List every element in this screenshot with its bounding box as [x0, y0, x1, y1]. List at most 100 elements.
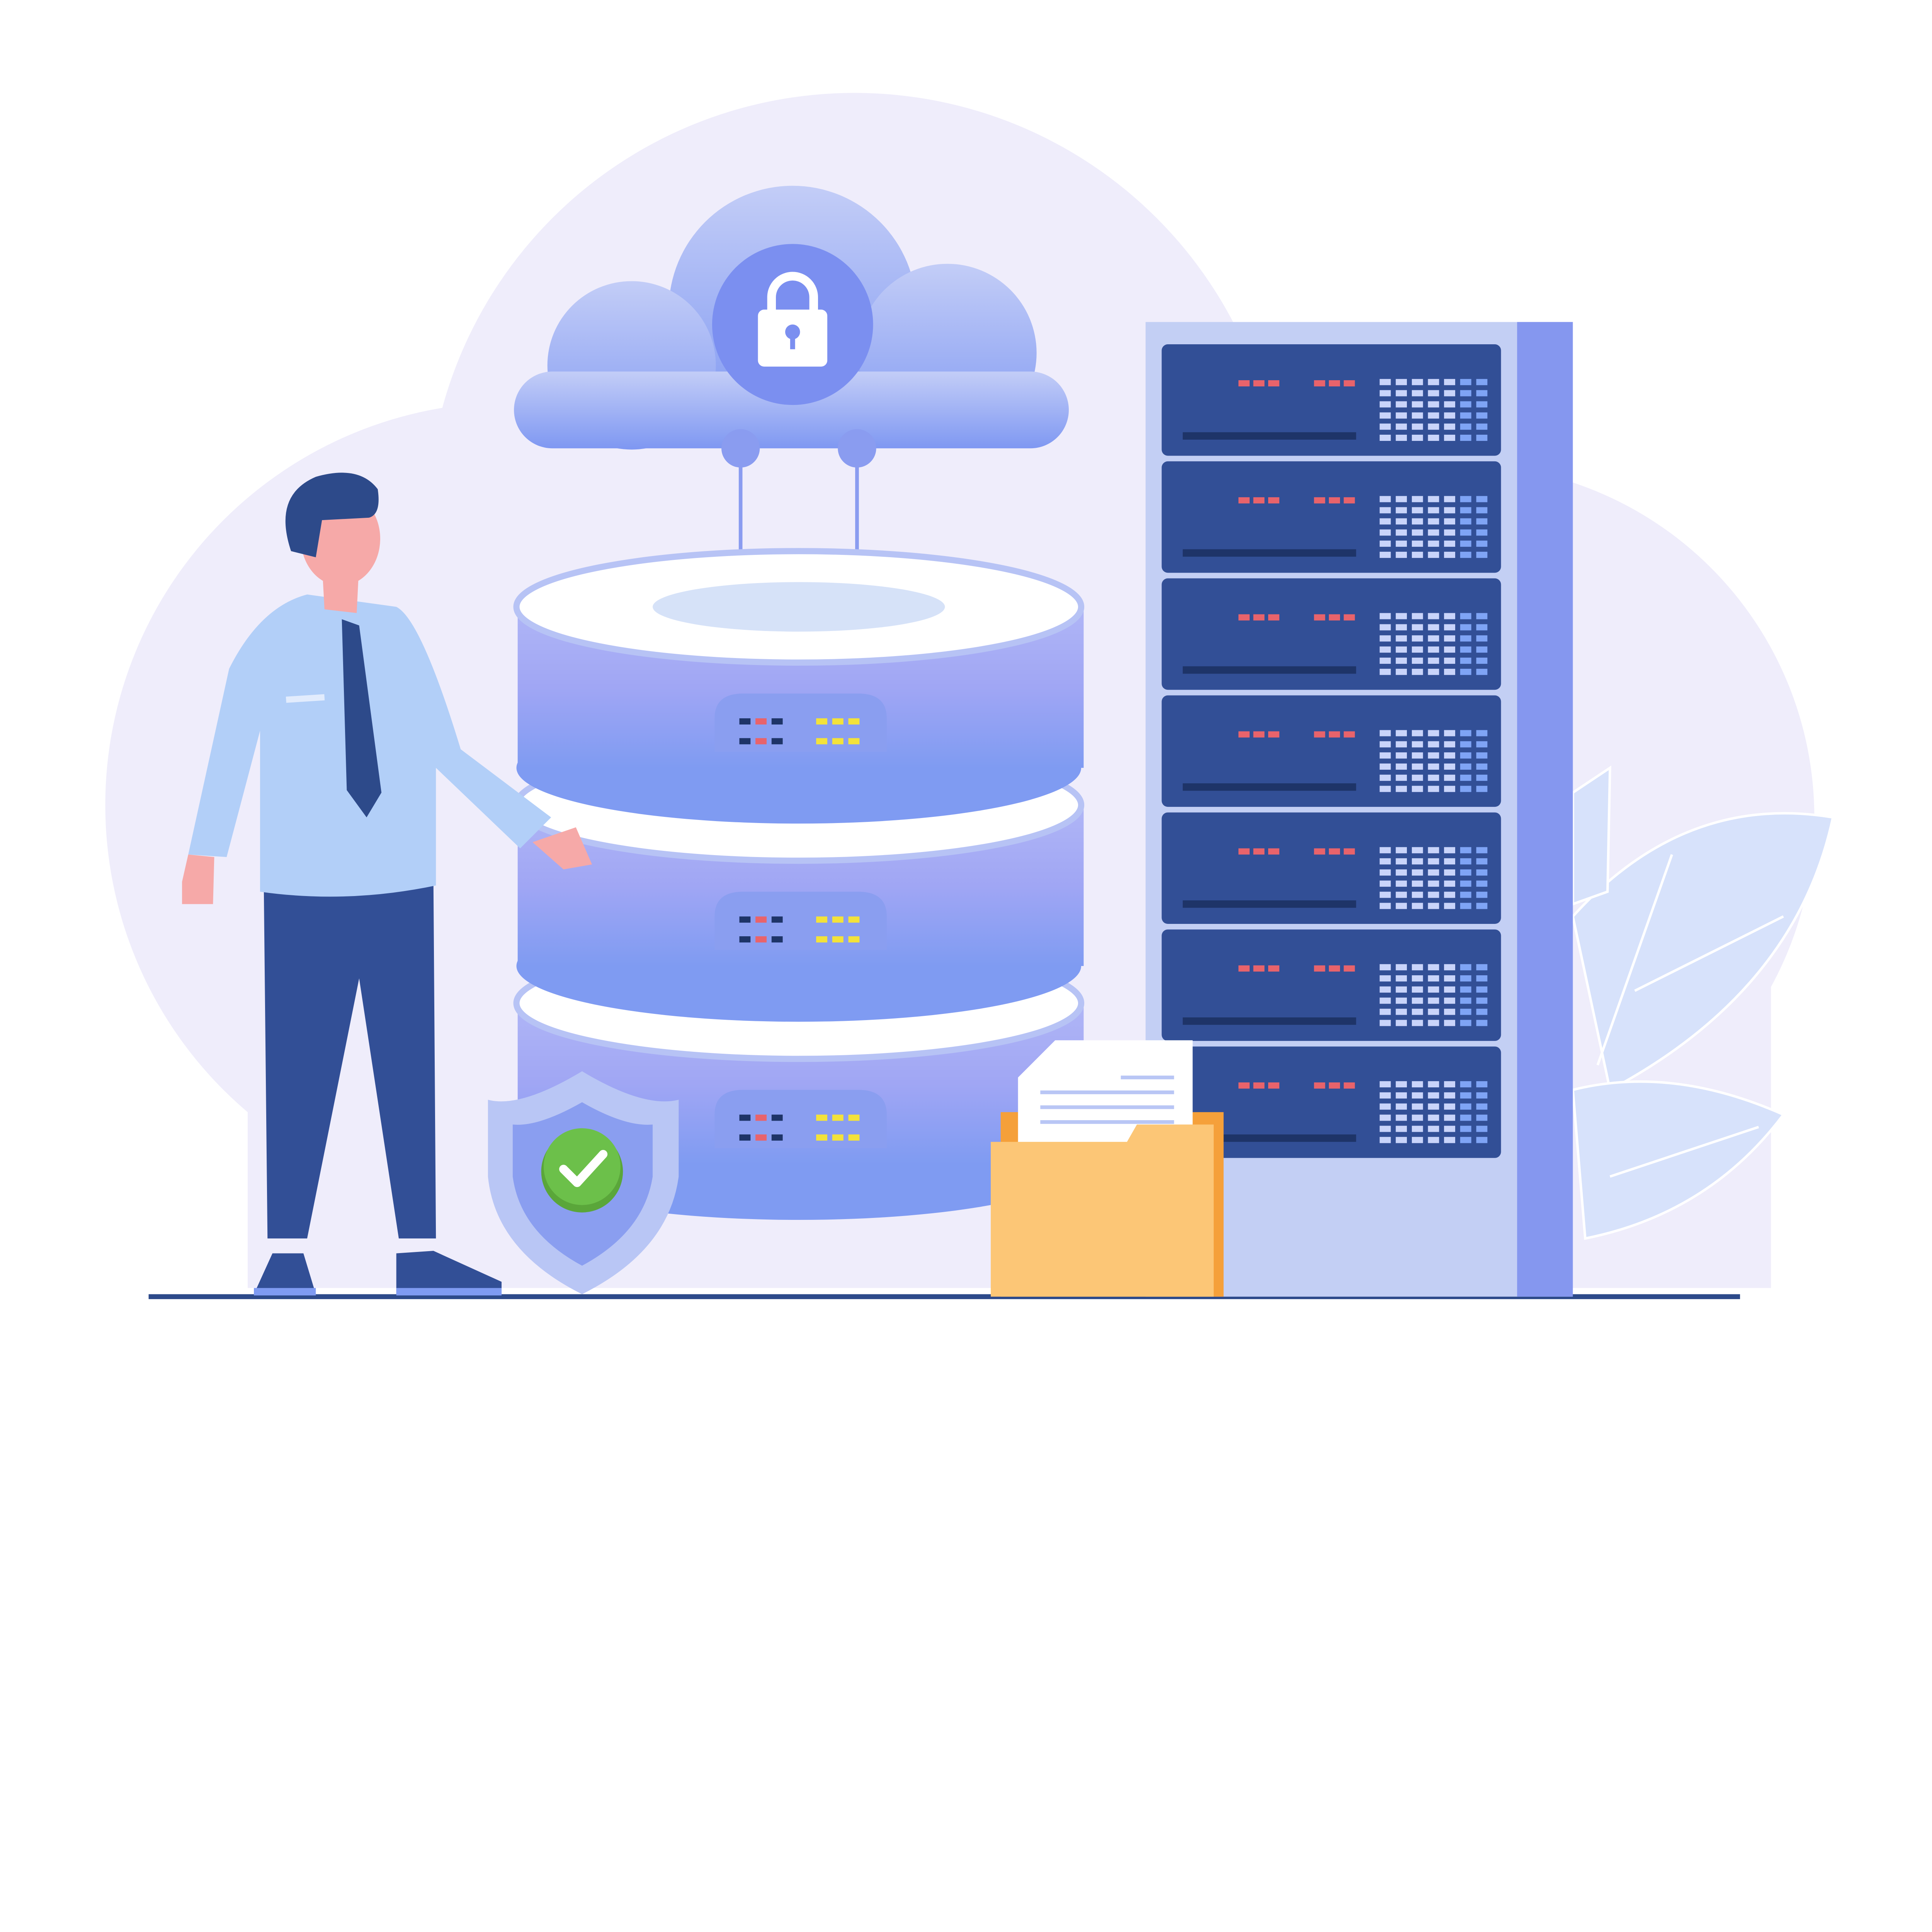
- led-grid: [1412, 551, 1423, 558]
- led-grid: [1379, 1126, 1391, 1132]
- led-grid: [1412, 635, 1423, 642]
- led-grid: [1379, 1009, 1391, 1015]
- led-grid: [1412, 752, 1423, 759]
- led-grid: [1379, 964, 1391, 971]
- led-grid: [1460, 507, 1471, 514]
- led-grid: [1428, 1126, 1439, 1132]
- led-grid: [1379, 1092, 1391, 1099]
- led-grid: [1476, 964, 1488, 971]
- led-grid: [1476, 1092, 1488, 1099]
- led-grid: [1428, 1103, 1439, 1110]
- led-red: [1314, 380, 1325, 386]
- led-red: [1238, 848, 1250, 855]
- led-red: [1329, 731, 1340, 738]
- led-grid: [1396, 412, 1407, 419]
- led-grid: [1444, 507, 1456, 514]
- led-grid: [1476, 763, 1488, 770]
- led: [739, 1134, 751, 1141]
- led-red: [755, 1134, 767, 1141]
- led-red: [1344, 848, 1355, 855]
- led-grid: [1412, 858, 1423, 865]
- led-grid: [1379, 975, 1391, 982]
- led-grid: [1460, 763, 1471, 770]
- led-grid: [1412, 624, 1423, 631]
- led-grid: [1444, 1103, 1456, 1110]
- led-grid: [1396, 964, 1407, 971]
- led-grid: [1396, 507, 1407, 514]
- led-grid: [1476, 518, 1488, 525]
- led-grid: [1396, 379, 1407, 385]
- database-tier: [513, 548, 1085, 824]
- led-grid: [1379, 624, 1391, 631]
- led-red: [1329, 1082, 1340, 1089]
- led-grid: [1476, 903, 1488, 909]
- led-grid: [1444, 891, 1456, 898]
- led-grid: [1379, 891, 1391, 898]
- led-red: [755, 1114, 767, 1121]
- led-grid: [1412, 401, 1423, 408]
- led-grid: [1476, 624, 1488, 631]
- led-grid: [1396, 975, 1407, 982]
- server-unit: [1162, 578, 1501, 690]
- led-grid: [1476, 668, 1488, 675]
- server-unit: [1162, 929, 1501, 1041]
- led-red: [1344, 380, 1355, 386]
- illustration: [105, 93, 1833, 1299]
- led-grid: [1444, 496, 1456, 502]
- led-grid: [1412, 964, 1423, 971]
- led: [739, 738, 751, 745]
- led-grid: [1379, 1103, 1391, 1110]
- led-grid: [1476, 434, 1488, 441]
- led-grid: [1476, 529, 1488, 536]
- led-grid: [1412, 507, 1423, 514]
- led-grid: [1460, 496, 1471, 502]
- led-grid: [1428, 786, 1439, 792]
- led-grid: [1428, 434, 1439, 441]
- led: [771, 1134, 783, 1141]
- led-grid: [1428, 668, 1439, 675]
- led-yellow: [816, 738, 828, 745]
- led-grid: [1428, 646, 1439, 653]
- led-red: [1268, 380, 1279, 386]
- led-grid: [1412, 412, 1423, 419]
- led-grid: [1476, 869, 1488, 876]
- led-yellow: [848, 936, 860, 943]
- led-grid: [1460, 624, 1471, 631]
- led-grid: [1428, 964, 1439, 971]
- led-grid: [1460, 1081, 1471, 1088]
- led-yellow: [848, 718, 860, 724]
- led-grid: [1444, 975, 1456, 982]
- led-grid: [1412, 657, 1423, 664]
- led-grid: [1444, 869, 1456, 876]
- server-unit: [1162, 461, 1501, 573]
- led-grid: [1460, 1126, 1471, 1132]
- led-grid: [1428, 880, 1439, 887]
- led-grid: [1412, 1114, 1423, 1121]
- led-grid: [1412, 434, 1423, 441]
- led-grid: [1379, 379, 1391, 385]
- led: [771, 916, 783, 923]
- led-grid: [1396, 390, 1407, 396]
- led-grid: [1396, 869, 1407, 876]
- led-red: [1329, 497, 1340, 503]
- led-grid: [1412, 730, 1423, 736]
- led-grid: [1476, 1103, 1488, 1110]
- led-grid: [1444, 390, 1456, 396]
- led-grid: [1379, 869, 1391, 876]
- led-grid: [1444, 379, 1456, 385]
- led-grid: [1460, 401, 1471, 408]
- led-yellow: [816, 1134, 828, 1141]
- led-grid: [1476, 975, 1488, 982]
- led-yellow: [832, 1134, 844, 1141]
- led-grid: [1428, 847, 1439, 854]
- led-red: [1329, 848, 1340, 855]
- led-grid: [1396, 401, 1407, 408]
- led-grid: [1476, 730, 1488, 736]
- led-grid: [1396, 741, 1407, 748]
- check-icon: [541, 1128, 623, 1213]
- led-grid: [1460, 551, 1471, 558]
- led-yellow: [848, 1134, 860, 1141]
- led-grid: [1412, 880, 1423, 887]
- led-grid: [1379, 1114, 1391, 1121]
- led-red: [1238, 965, 1250, 972]
